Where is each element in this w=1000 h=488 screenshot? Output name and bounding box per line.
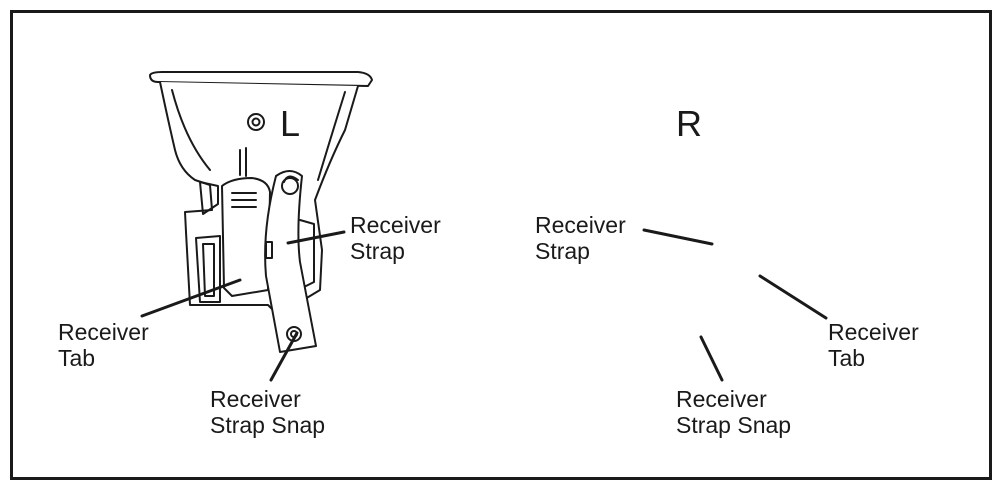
right-tab-line-2: Tab: [828, 345, 866, 371]
left-receiver-strap-label: Receiver Strap: [350, 212, 441, 264]
right-tab-leader: [758, 274, 828, 320]
left-strap-line-1: Receiver: [350, 212, 441, 238]
right-strap-leader: [642, 228, 714, 246]
left-side-letter: L: [280, 103, 301, 144]
left-receiver-tab-label: Receiver Tab: [58, 319, 149, 371]
right-receiver-strap-label: Receiver Strap: [535, 212, 626, 264]
left-tab-line-1: Receiver: [58, 319, 149, 345]
right-tab-line-1: Receiver: [828, 319, 919, 345]
right-strap-line-2: Strap: [535, 238, 590, 264]
right-snap-line-2: Strap Snap: [676, 412, 792, 438]
left-receiver-strap-snap-label: Receiver Strap Snap: [210, 386, 325, 438]
left-snap-line-1: Receiver: [210, 386, 301, 412]
right-snap-leader: [699, 335, 724, 382]
left-attachment: [149, 71, 373, 353]
right-snap-line-1: Receiver: [676, 386, 767, 412]
diagram-border: [10, 10, 992, 480]
right-strap-line-1: Receiver: [535, 212, 626, 238]
leader-lines: [140, 228, 828, 382]
left-strap-leader: [286, 230, 346, 245]
left-snap-leader: [269, 331, 299, 382]
left-strap-line-2: Strap: [350, 238, 405, 264]
left-snap-line-2: Strap Snap: [210, 412, 326, 438]
right-receiver-tab-label: Receiver Tab: [828, 319, 919, 371]
left-tab-line-2: Tab: [58, 345, 96, 371]
left-tab-leader: [140, 278, 242, 318]
right-side-letter: R: [676, 103, 702, 144]
right-receiver-strap-snap-label: Receiver Strap Snap: [676, 386, 791, 438]
